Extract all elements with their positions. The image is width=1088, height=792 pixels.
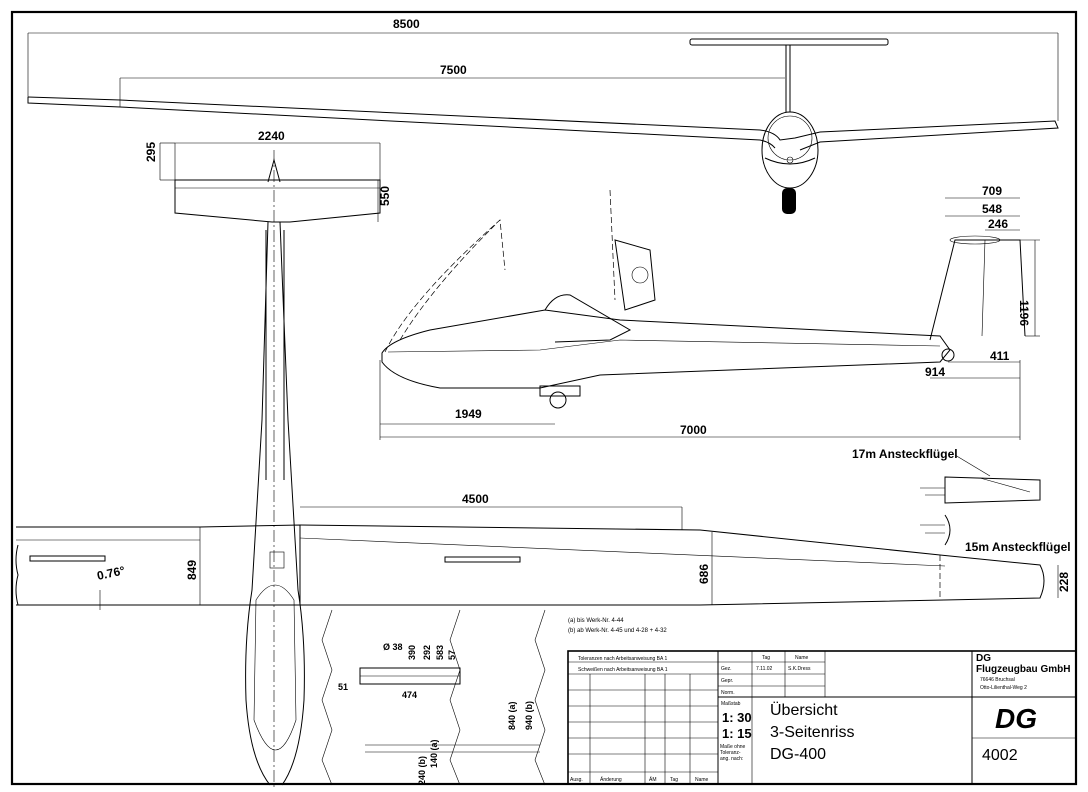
tb-tag: Tag [762, 655, 770, 661]
tb-row2: Schweißen nach Arbeitsanweisung BA 1 [578, 667, 668, 673]
tb-address-2: Otto-Lilienthal-Weg 2 [980, 685, 1027, 691]
tb-ausg: Ausg. [570, 777, 583, 783]
note-b: (b) ab Werk-Nr. 4-45 und 4-28 + 4-32 [568, 628, 667, 634]
tb-massstab: Maßstab [721, 701, 741, 707]
tb-title-2: 3-Seitenriss [770, 724, 854, 741]
dim-57: 57 [447, 650, 457, 660]
tb-mass-note-1: Maße ohne [720, 744, 746, 750]
dim-wheel-pos: 1949 [455, 407, 482, 421]
dim-51: 51 [338, 682, 348, 692]
dim-840a: 840 (a) [507, 701, 517, 730]
tb-gepr: Gepr. [721, 678, 733, 684]
tb-norm: Norm. [721, 690, 735, 696]
label-17m-wing: 17m Ansteckflügel [852, 447, 958, 461]
dim-fin-1: 709 [982, 184, 1002, 198]
tb-gez: Gez. [721, 666, 732, 672]
detail-view: Ø 38 390 292 583 57 51 474 840 (a) 940 (… [321, 609, 667, 786]
dim-fin-base: 411 [990, 349, 1010, 363]
dim-half-span: 4500 [462, 492, 489, 506]
dim-dihedral: 0.76° [96, 563, 127, 583]
dim-fuselage-length: 7000 [680, 423, 707, 437]
tb-drawing-no: 4002 [982, 747, 1018, 764]
dim-tailplane-span: 2240 [258, 129, 285, 143]
dim-474: 474 [402, 690, 417, 700]
tb-address-1: 76646 Bruchsal [980, 677, 1015, 683]
tb-aenderung: Änderung [600, 776, 622, 783]
tb-tag2: Tag [670, 777, 678, 783]
tb-title-3: DG-400 [770, 746, 826, 763]
dim-diameter: Ø 38 [383, 642, 403, 652]
tb-mass-note-3: ang. nach: [720, 756, 743, 762]
dim-tail-offset: 295 [144, 142, 158, 162]
tb-scale2: 1: 15 [722, 726, 752, 741]
tb-row1: Toleranzen nach Arbeitsanweisung BA 1 [578, 656, 667, 662]
tb-company-1: DG [976, 653, 991, 664]
title-block: Toleranzen nach Arbeitsanweisung BA 1 Sc… [567, 650, 1077, 785]
dim-fin-base-2: 914 [925, 365, 945, 379]
tb-name2: Name [695, 777, 709, 783]
dim-fin-2: 548 [982, 202, 1002, 216]
tb-company-2: Flugzeugbau GmbH [976, 664, 1070, 675]
drawing-frame [10, 10, 1078, 786]
dim-940b: 940 (b) [524, 701, 534, 730]
plan-view: 2240 295 550 4500 849 686 228 0.76° 17m … [15, 129, 1071, 790]
tb-gez-name: S.K.Dress [788, 666, 811, 672]
dim-390: 390 [407, 645, 417, 660]
dg-logo: DG [995, 703, 1037, 734]
tb-title-1: Übersicht [770, 701, 838, 719]
dim-tip-chord: 228 [1057, 572, 1071, 592]
tb-name: Name [795, 655, 809, 661]
front-view: 8500 7500 [27, 17, 1059, 214]
tb-am: ÄM [649, 776, 657, 783]
side-view: 1949 7000 709 548 246 1196 411 914 [379, 184, 1040, 440]
tb-mass-note-2: Toleranz- [720, 750, 741, 756]
dim-mid-chord: 686 [697, 564, 711, 584]
dim-140a: 140 (a) [429, 739, 439, 768]
note-a: (a) bis Werk-Nr. 4-44 [568, 618, 624, 624]
label-15m-wing: 15m Ansteckflügel [965, 540, 1071, 554]
dim-root-chord: 849 [185, 560, 199, 580]
dim-fin-3: 246 [988, 217, 1008, 231]
dim-wingspan-17m: 8500 [393, 17, 420, 31]
dim-wingspan-15m: 7500 [440, 63, 467, 77]
dim-tail-chord: 550 [378, 186, 392, 206]
dim-240b: 240 (b) [417, 756, 427, 785]
tb-gez-date: 7.11.02 [756, 666, 773, 672]
dim-292: 292 [422, 645, 432, 660]
dim-fin-height: 1196 [1017, 300, 1031, 326]
dim-583: 583 [435, 645, 445, 660]
tb-scale1: 1: 30 [722, 710, 752, 725]
